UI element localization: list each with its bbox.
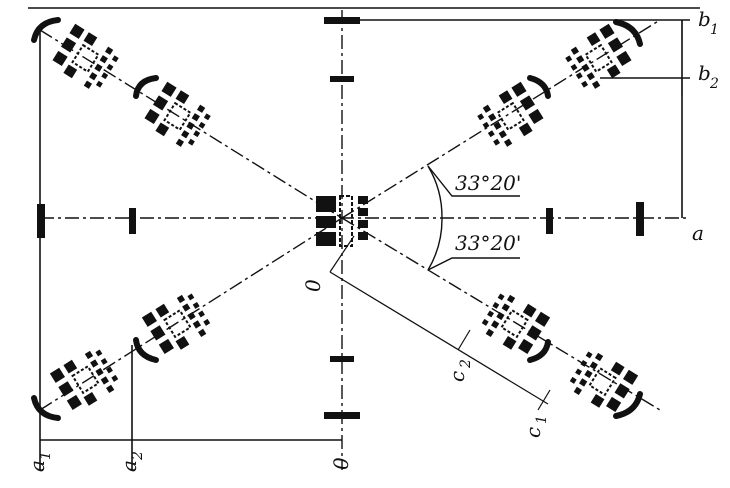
- label-b2: b: [698, 61, 711, 85]
- c-dimension: [329, 235, 551, 411]
- frame-lines: [28, 7, 700, 470]
- array-unit-ll-outer: [48, 343, 123, 416]
- label-zero-bottom: 0: [329, 457, 353, 470]
- angle-label-upper: 33°20': [455, 171, 521, 195]
- angle-label-lower: 33°20': [455, 231, 521, 255]
- array-unit-ul-inner: [140, 80, 215, 153]
- label-b2-sub: 2: [709, 76, 719, 92]
- axis-markers: [37, 17, 644, 419]
- label-b1-sub: 1: [710, 22, 719, 38]
- label-a2-sub: 2: [130, 451, 146, 461]
- label-c1: c: [521, 427, 545, 438]
- label-a2: a: [117, 460, 141, 472]
- label-b1: b: [698, 7, 711, 31]
- label-c1-sub: 1: [534, 415, 550, 424]
- label-a: a: [692, 221, 704, 245]
- label-a1-sub: 1: [38, 451, 54, 460]
- central-array: [316, 195, 368, 247]
- labels: 33°20' 33°20' b 1 b 2 a a 1 a 2 0 0 c 2 …: [25, 7, 719, 472]
- label-a1: a: [25, 460, 49, 472]
- reflector-arcs: [31, 17, 643, 421]
- label-c2: c: [445, 371, 469, 382]
- angle-arcs: [427, 165, 520, 271]
- label-c2-sub: 2: [458, 359, 474, 369]
- array-unit-ur-inner: [473, 80, 548, 153]
- axes: [40, 10, 690, 470]
- label-zero-center: 0: [301, 279, 325, 292]
- array-unit-ll-inner: [140, 287, 215, 360]
- array-unit-lr-outer: [565, 345, 640, 418]
- array-unit-lr-inner: [477, 287, 552, 360]
